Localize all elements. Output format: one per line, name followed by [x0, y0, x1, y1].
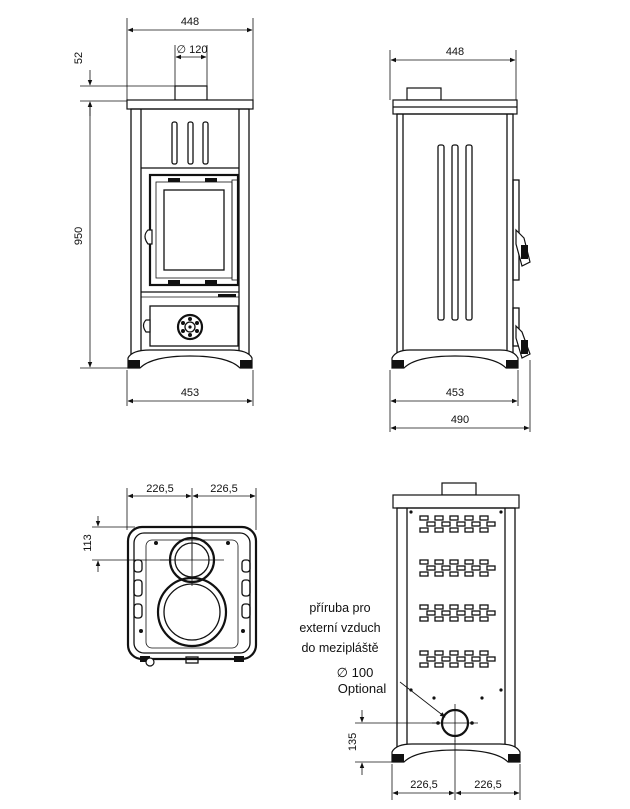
top-half-left-label: 226,5 — [146, 483, 174, 495]
rear-view: příruba pro externí vzduch do mezipláště… — [299, 482, 521, 800]
top-flue-offset-dimension: 113 — [82, 516, 172, 572]
rear-stove-body — [391, 482, 521, 763]
front-flue-collar — [174, 85, 208, 101]
rear-note-line-3: do mezipláště — [301, 641, 378, 655]
side-depth-label: 490 — [451, 414, 469, 426]
front-flue-diameter-label: ∅ 120 — [177, 44, 208, 56]
rear-half-left-label: 226,5 — [410, 779, 438, 791]
front-view: 448 ∅ 120 52 950 453 — [73, 16, 254, 406]
front-flue-height-label: 52 — [73, 52, 85, 64]
top-flue-offset-label: 113 — [82, 534, 94, 552]
front-rib — [171, 121, 178, 165]
side-stove-body — [391, 87, 531, 369]
front-width-top-label: 448 — [181, 16, 199, 28]
front-ash-door — [142, 305, 239, 347]
side-width-base-label: 453 — [446, 387, 464, 399]
front-fire-door — [144, 173, 240, 287]
rear-inlet-diameter-label: ∅ 100 — [337, 665, 374, 680]
side-view: 448 453 — [389, 46, 531, 432]
top-view: 226,5 226,5 113 — [82, 483, 258, 667]
side-rib — [465, 144, 473, 321]
front-door-handle-icon — [144, 229, 153, 245]
front-width-base-label: 453 — [181, 387, 199, 399]
front-top-plate — [126, 99, 254, 110]
rear-top-plate — [392, 494, 520, 509]
rear-half-right-label: 226,5 — [474, 779, 502, 791]
rear-air-inlet-note: příruba pro externí vzduch do mezipláště… — [299, 601, 446, 718]
side-depth-dimension: 490 — [390, 360, 531, 432]
rear-inlet-height-label: 135 — [347, 733, 359, 751]
rear-halves-dimension: 226,5 226,5 — [391, 740, 521, 800]
side-flue-collar — [406, 87, 442, 101]
front-height-label: 950 — [73, 227, 85, 245]
rear-base — [391, 743, 521, 763]
front-height-dimension: 950 — [73, 101, 130, 369]
top-stove-outline — [126, 525, 258, 667]
front-base — [127, 349, 253, 369]
front-width-base-dimension: 453 — [126, 370, 254, 406]
side-rib — [437, 144, 445, 321]
rear-flue-collar — [441, 482, 477, 496]
rear-optional-label: Optional — [338, 681, 387, 696]
side-width-top-dimension: 448 — [389, 46, 517, 100]
rear-inlet-height-dimension: 135 — [347, 710, 440, 775]
top-halves-dimension: 226,5 226,5 — [126, 483, 257, 560]
side-width-base-dimension: 453 — [389, 370, 519, 432]
front-air-regulator-icon — [176, 313, 204, 341]
top-half-right-label: 226,5 — [210, 483, 238, 495]
front-rib — [187, 121, 194, 165]
side-width-top-label: 448 — [446, 46, 464, 58]
rear-note-line-1: příruba pro — [309, 601, 370, 615]
front-stove-body — [126, 85, 254, 369]
rear-vent-slots — [419, 515, 496, 668]
rear-note-line-2: externí vzduch — [299, 621, 380, 635]
front-rib — [202, 121, 209, 165]
side-rib — [451, 144, 459, 321]
side-base — [391, 349, 519, 369]
top-cooking-plate — [156, 576, 228, 648]
